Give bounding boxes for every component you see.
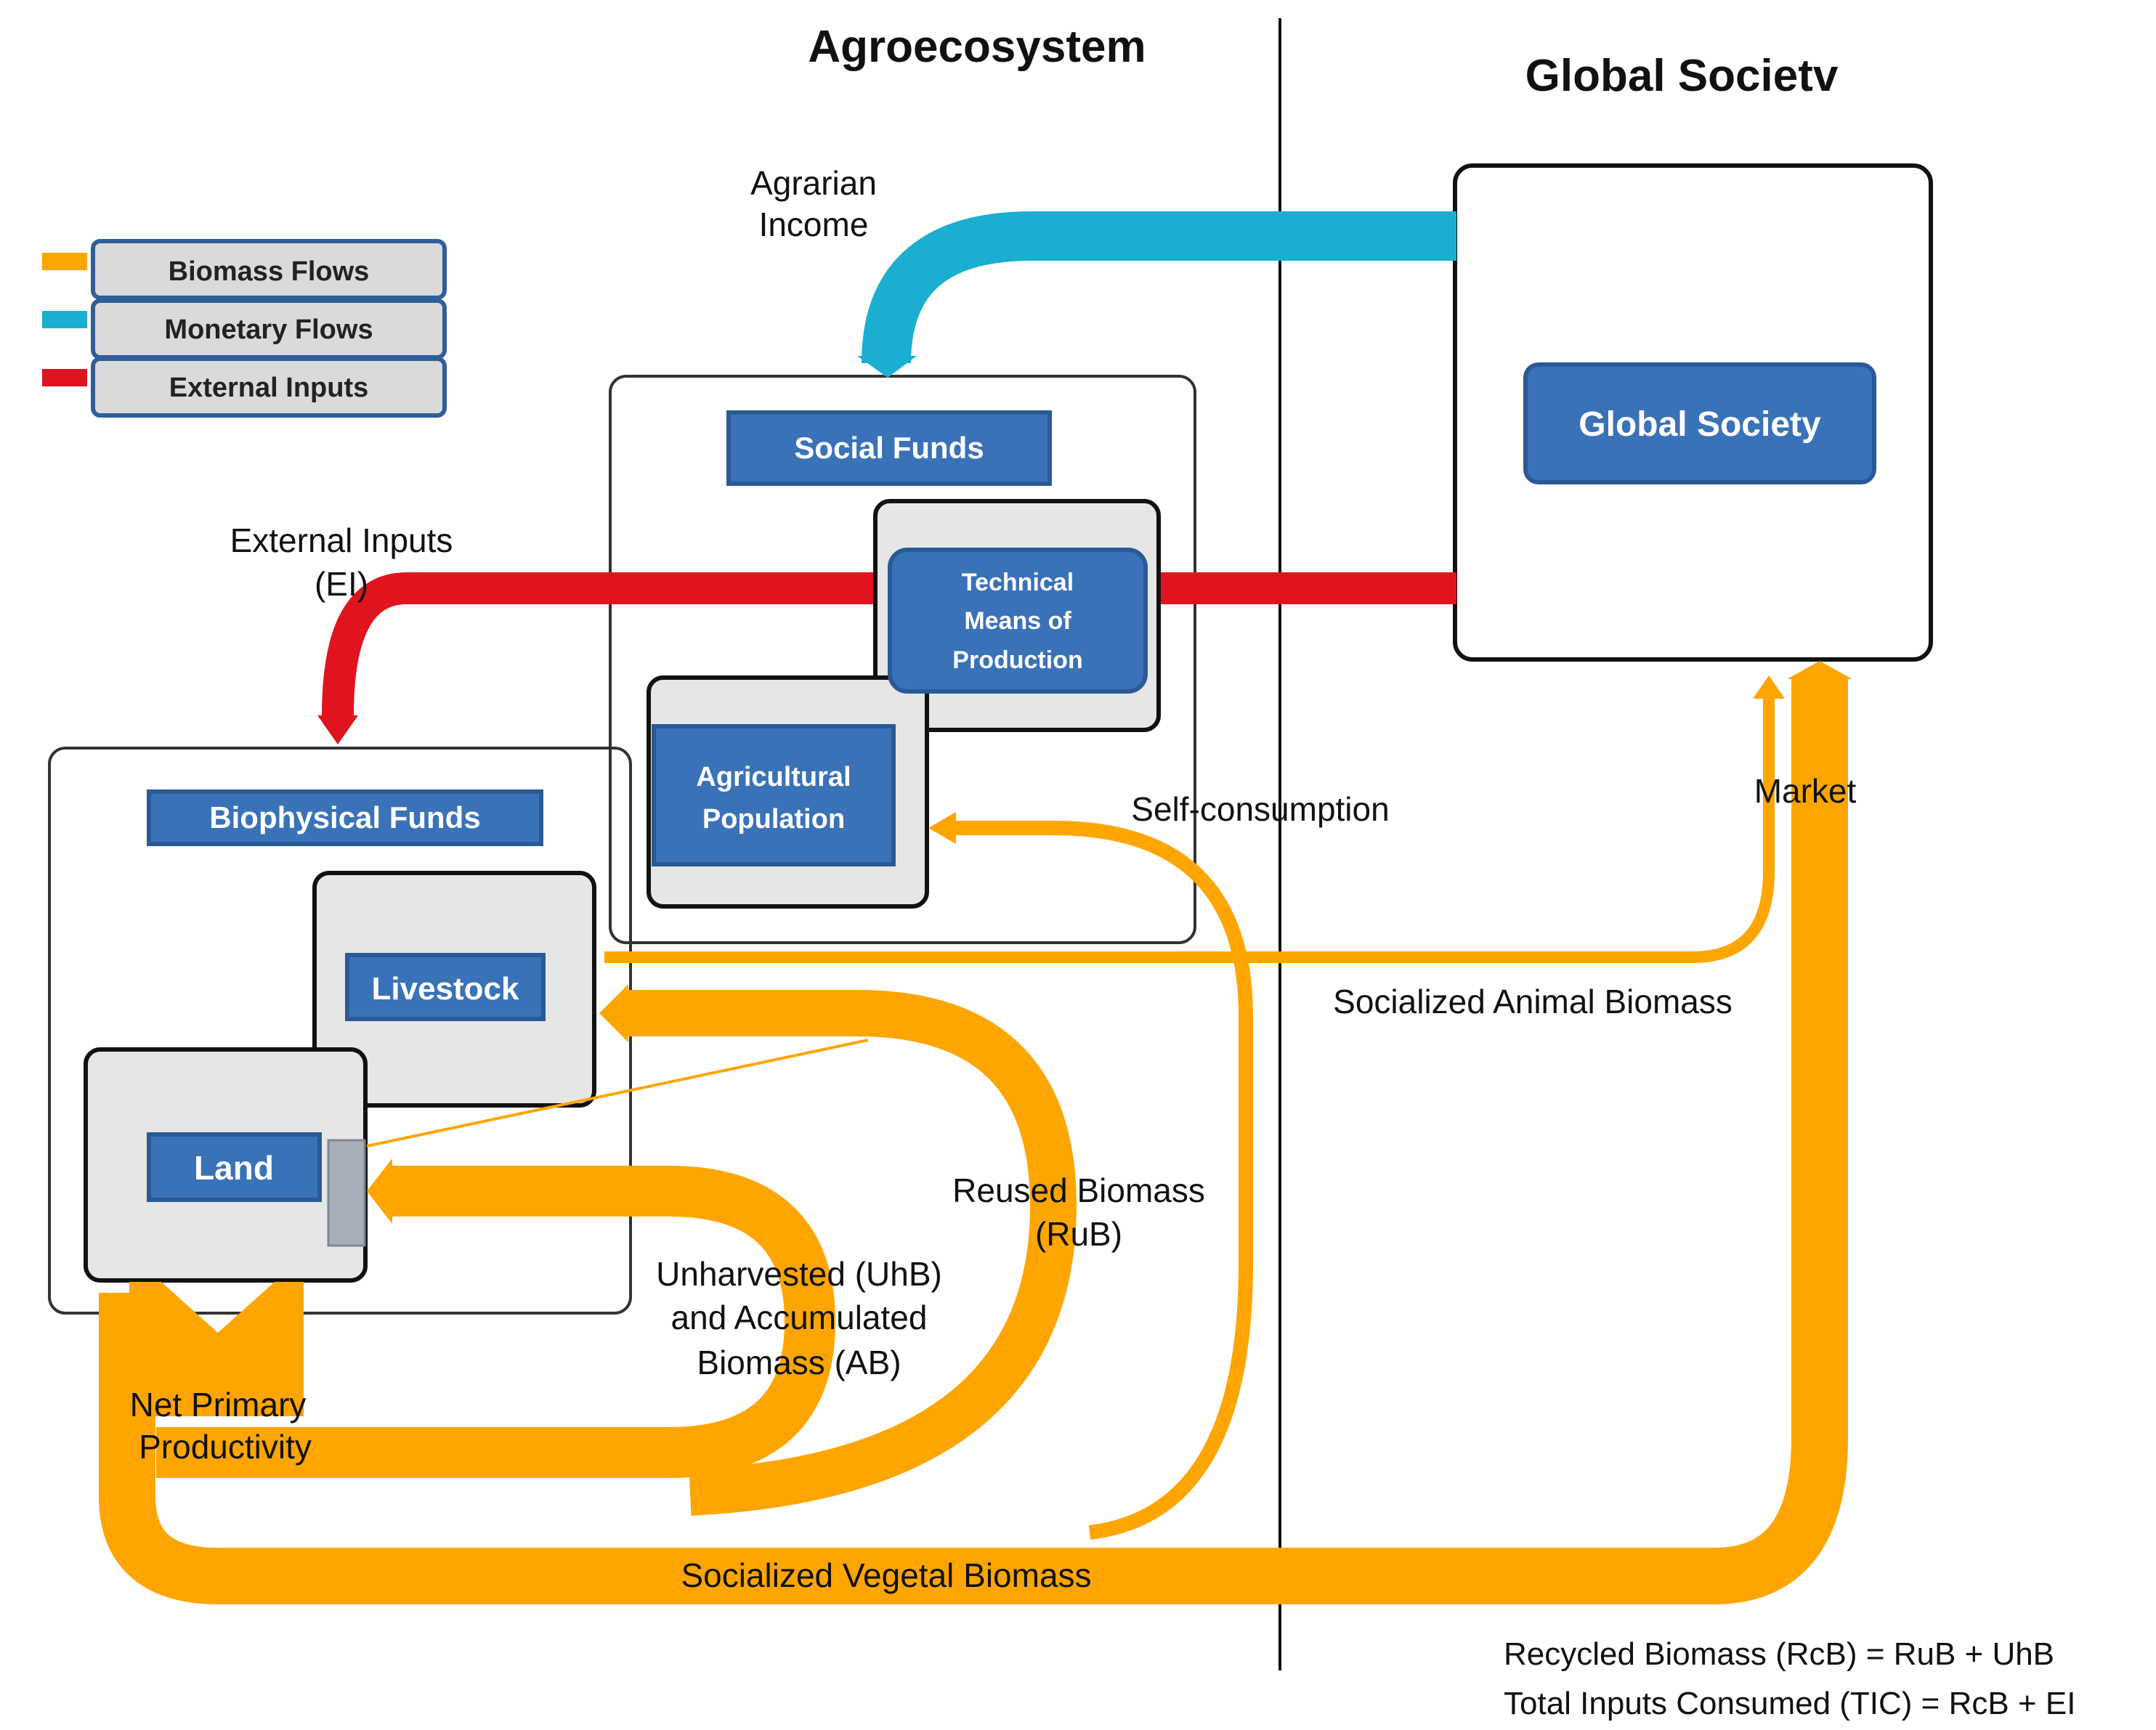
socialized-animal-flow bbox=[604, 697, 1775, 963]
biomass-flows bbox=[99, 661, 1852, 1604]
market-vegetal-arrowhead bbox=[1787, 661, 1852, 679]
external-inputs-label-1: External Inputs bbox=[230, 521, 453, 559]
legend-label-biomass: Biomass Flows bbox=[169, 256, 370, 287]
land-storage-bar bbox=[327, 1139, 366, 1247]
social-funds-label: Social Funds bbox=[794, 431, 984, 465]
agricultural-population-label-2: Population bbox=[702, 804, 845, 834]
global-society-label: Global Society bbox=[1578, 405, 1821, 444]
legend-swatch-external bbox=[42, 369, 87, 386]
agrarian-income-flow bbox=[862, 211, 1456, 364]
biophysical-funds-box bbox=[147, 789, 543, 846]
livestock-box bbox=[345, 953, 546, 1021]
agricultural-population-label-1: Agricultural bbox=[696, 762, 851, 792]
legend-box-external bbox=[91, 357, 447, 418]
unharvested-label-1: Unharvested (UhB) bbox=[656, 1255, 942, 1293]
reused-biomass-label-2: (RuB) bbox=[1035, 1215, 1122, 1253]
land-label: Land bbox=[194, 1149, 274, 1187]
reused-biomass-arrowhead bbox=[599, 984, 628, 1042]
agroecosystem-title: Agroecosystem bbox=[808, 22, 1146, 72]
agrarian-income-label-2: Income bbox=[759, 206, 869, 243]
npp-source bbox=[129, 1282, 304, 1416]
legend: Biomass Flows Monetary Flows External In… bbox=[42, 239, 447, 418]
land-livestock-link bbox=[366, 1039, 869, 1148]
agricultural-population-box bbox=[652, 724, 896, 866]
formula-total-inputs: Total Inputs Consumed (TIC) = RcB + EI bbox=[1504, 1686, 2075, 1721]
reused-biomass-label-1: Reused Biomass bbox=[952, 1171, 1205, 1209]
technical-means-label-2: Means of bbox=[964, 607, 1071, 635]
technical-means-label-3: Production bbox=[952, 646, 1082, 674]
legend-box-biomass bbox=[91, 239, 447, 300]
npp-label-2: Productivity bbox=[139, 1428, 312, 1466]
global-society-title: Global Societv bbox=[1525, 51, 1839, 101]
legend-label-external: External Inputs bbox=[169, 373, 369, 403]
socialized-vegetal-flow bbox=[99, 679, 1848, 1604]
technical-means-box bbox=[888, 548, 1148, 694]
self-consumption-label: Self-consumption bbox=[1131, 790, 1389, 828]
unharvested-label-2: and Accumulated bbox=[671, 1299, 928, 1336]
agrarian-income-arrowhead bbox=[857, 356, 917, 378]
self-consumption-flow bbox=[953, 821, 1253, 1540]
unharvested-flow bbox=[156, 1166, 836, 1478]
land-box bbox=[147, 1132, 322, 1202]
biophysical-funds-label: Biophysical Funds bbox=[209, 800, 480, 834]
agrarian-income-label-1: Agrarian bbox=[750, 164, 877, 202]
social-funds-box bbox=[726, 410, 1052, 486]
unharvested-arrowhead bbox=[367, 1158, 392, 1224]
legend-label-monetary: Monetary Flows bbox=[164, 314, 373, 345]
livestock-label: Livestock bbox=[372, 971, 520, 1007]
socialized-vegetal-label: Socialized Vegetal Biomass bbox=[681, 1556, 1091, 1594]
external-inputs-arrowhead bbox=[317, 715, 358, 744]
global-society-box bbox=[1523, 362, 1876, 484]
technical-means-label-1: Technical bbox=[962, 569, 1074, 596]
socialized-animal-arrowhead bbox=[1753, 675, 1785, 699]
socialized-animal-label: Socialized Animal Biomass bbox=[1333, 983, 1732, 1020]
external-inputs-flow bbox=[322, 572, 1456, 716]
unharvested-label-3: Biomass (AB) bbox=[697, 1344, 901, 1381]
formula-recycled-biomass: Recycled Biomass (RcB) = RuB + UhB bbox=[1504, 1636, 2054, 1672]
reused-biomass-flow bbox=[625, 990, 1077, 1516]
legend-swatch-biomass bbox=[42, 253, 87, 270]
legend-swatch-monetary bbox=[42, 311, 87, 328]
external-inputs-label-2: (EI) bbox=[315, 565, 368, 603]
self-consumption-arrowhead bbox=[928, 812, 956, 844]
social-funds-container bbox=[609, 375, 1196, 944]
market-label: Market bbox=[1754, 772, 1857, 810]
npp-label-1: Net Primary bbox=[130, 1386, 307, 1424]
